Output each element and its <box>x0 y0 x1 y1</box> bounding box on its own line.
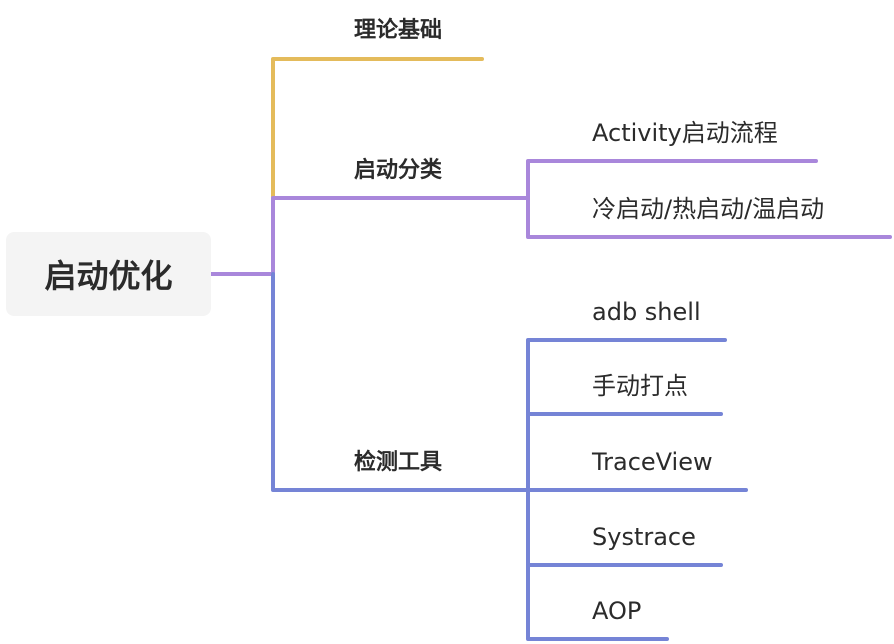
branch-node-theory[interactable]: 理论基础 <box>354 18 443 43</box>
leaf-line-adb-shell <box>526 338 727 492</box>
leaf-node-adb-shell[interactable]: adb shell <box>592 298 701 326</box>
branch-line-startup-category <box>271 196 530 276</box>
leaf-line-aop <box>526 563 669 641</box>
root-node-label: 启动优化 <box>44 257 173 295</box>
branch-line-theory <box>271 57 484 200</box>
leaf-node-traceview[interactable]: TraceView <box>592 448 713 476</box>
branch-line-detection-tools <box>271 272 530 492</box>
root-node[interactable]: 启动优化 <box>6 232 211 316</box>
leaf-line-activity-flow <box>526 159 818 200</box>
branch-node-startup-category[interactable]: 启动分类 <box>354 158 443 183</box>
branch-node-detection-tools[interactable]: 检测工具 <box>354 450 443 475</box>
leaf-node-systrace[interactable]: Systrace <box>592 523 696 551</box>
leaf-node-manual-tracking[interactable]: 手动打点 <box>592 372 688 400</box>
leaf-node-aop[interactable]: AOP <box>592 597 642 625</box>
leaf-line-cold-hot-warm <box>526 196 892 239</box>
leaf-node-activity-flow[interactable]: Activity启动流程 <box>592 119 778 147</box>
leaf-node-cold-hot-warm[interactable]: 冷启动/热启动/温启动 <box>592 195 825 223</box>
